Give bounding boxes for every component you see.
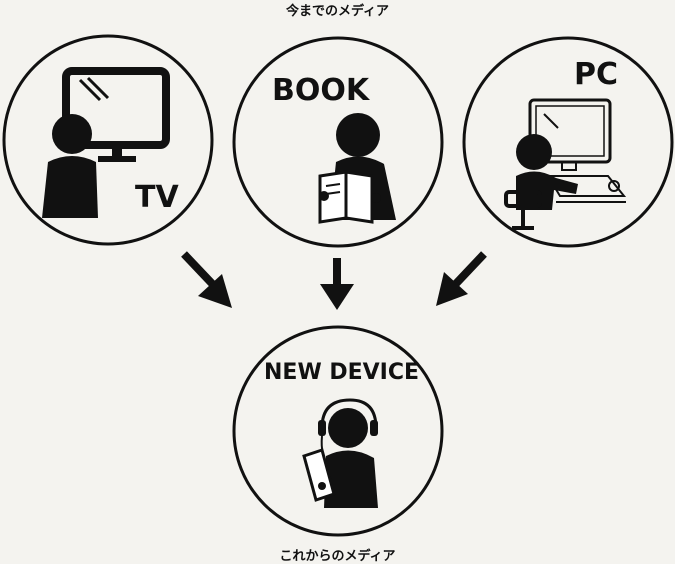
caption-future-media: これからのメディア: [279, 549, 396, 564]
reading-person-icon: [318, 113, 396, 224]
new-device-circle: [232, 325, 444, 537]
node-tv: TV: [2, 34, 214, 246]
caption-current-media: 今までのメディア: [285, 4, 390, 19]
arrow-pc-to-new-device: [436, 251, 487, 306]
computer-user-icon: [504, 98, 627, 230]
node-book: BOOK: [232, 36, 444, 248]
node-pc: PC: [462, 36, 674, 248]
tv-label: TV: [135, 180, 179, 215]
book-label: BOOK: [272, 73, 371, 108]
arrows: [181, 251, 487, 310]
headphone-user-icon: [302, 398, 378, 508]
tv-circle: [2, 34, 214, 246]
pc-label: PC: [574, 57, 618, 92]
new-device-label: NEW DEVICE: [264, 360, 419, 385]
arrow-tv-to-new-device: [181, 251, 232, 308]
pc-circle: [462, 36, 674, 248]
arrow-book-to-new-device: [320, 258, 354, 310]
book-circle: [232, 36, 444, 248]
node-new-device: NEW DEVICE: [232, 325, 444, 537]
tv-icon: [42, 67, 170, 218]
